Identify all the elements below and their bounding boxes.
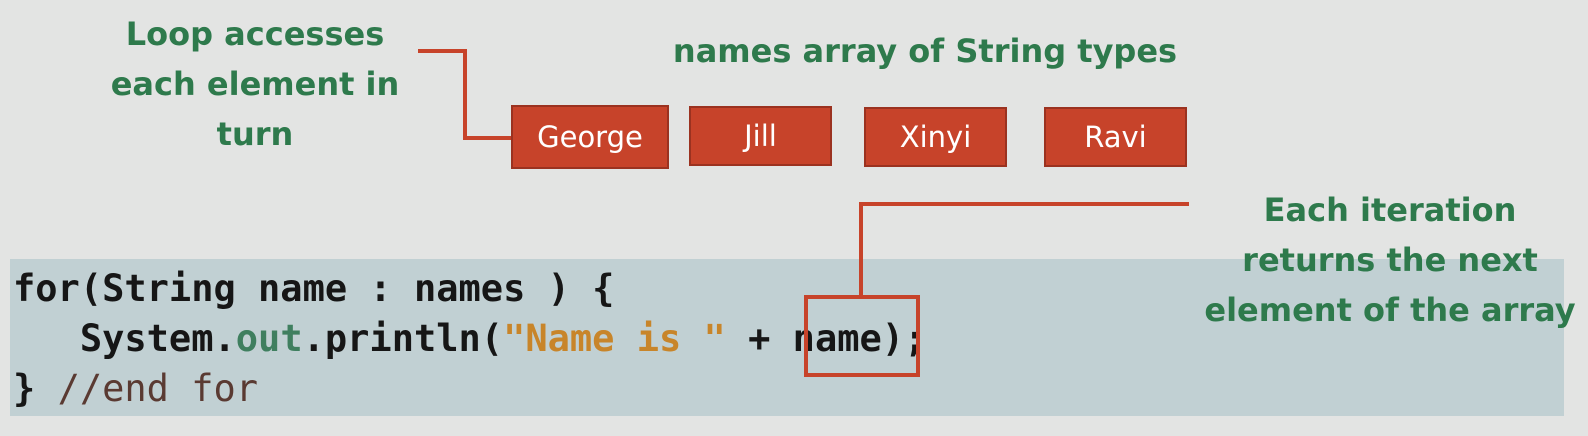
code-concat-operator: +: [725, 317, 793, 360]
code-statement-end: );: [881, 317, 927, 360]
array-element-george: George: [511, 105, 669, 169]
code-closing-brace: }: [13, 367, 58, 410]
code-out-field: out: [235, 317, 303, 360]
iteration-label: Each iteration returns the next element …: [1204, 191, 1576, 329]
array-element-ravi: Ravi: [1044, 107, 1187, 167]
array-element-jill: Jill: [689, 106, 832, 166]
loop-connector-line: [418, 49, 511, 140]
array-element-xinyi: Xinyi: [864, 107, 1007, 167]
code-println-call: .println(: [302, 317, 504, 360]
array-title-label: names array of String types: [672, 32, 1178, 70]
code-line-for: for(String name : names ) {: [13, 267, 615, 310]
code-panel: [10, 259, 1564, 416]
loop-access-label: Loop accesses each element in turn: [110, 15, 400, 153]
code-indent: [13, 317, 80, 360]
code-system-object: System.: [79, 317, 236, 360]
code-name-variable: name: [792, 317, 882, 360]
code-end-comment: //end for: [57, 367, 259, 410]
code-line-println: System.out.println("Name is " + name);: [13, 314, 927, 364]
code-string-literal: "Name is ": [503, 317, 726, 360]
code-line-end: } //end for: [13, 364, 258, 414]
